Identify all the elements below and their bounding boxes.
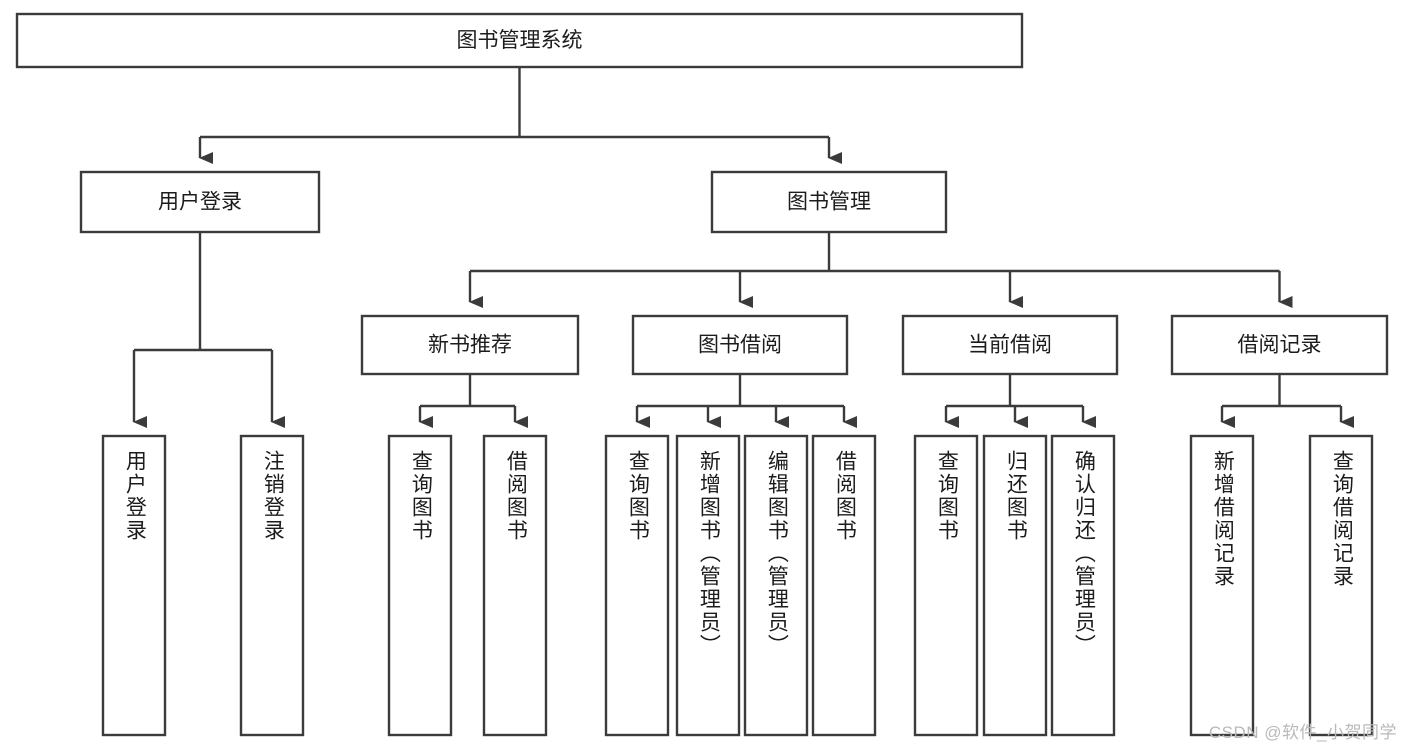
- node-box-leaf-query-book-new: [387, 434, 453, 737]
- node-box-leaf-edit-book: [743, 434, 809, 737]
- node-label-new-book-recommend: 新书推荐: [428, 334, 512, 357]
- node-leaf-logout[interactable]: [239, 434, 305, 737]
- node-current-borrow[interactable]: 当前借阅: [901, 314, 1119, 376]
- node-box-current-borrow: [901, 314, 1119, 376]
- node-box-borrow-record: [1170, 314, 1389, 376]
- node-leaf-add-record[interactable]: [1189, 434, 1255, 737]
- node-leaf-edit-book[interactable]: [743, 434, 809, 737]
- node-user-login[interactable]: 用户登录: [79, 170, 321, 234]
- node-root[interactable]: 图书管理系统: [15, 12, 1024, 69]
- watermark: CSDN @软件_小贺同学: [1208, 723, 1397, 742]
- node-box-leaf-confirm-return: [1050, 434, 1116, 737]
- connector-layer: [132, 67, 1354, 428]
- node-box-leaf-return-book: [982, 434, 1048, 737]
- node-box-leaf-query-book-borrow: [604, 434, 670, 737]
- node-leaf-confirm-return[interactable]: [1050, 434, 1116, 737]
- node-box-book-management: [710, 170, 948, 234]
- node-box-user-login: [79, 170, 321, 234]
- node-leaf-return-book[interactable]: [982, 434, 1048, 737]
- node-book-management[interactable]: 图书管理: [710, 170, 948, 234]
- node-box-leaf-add-book: [675, 434, 741, 737]
- node-leaf-borrow-book-new[interactable]: [482, 434, 548, 737]
- node-box-leaf-user-login: [101, 434, 167, 737]
- node-leaf-query-book-new[interactable]: [387, 434, 453, 737]
- node-box-leaf-borrow-book: [811, 434, 877, 737]
- node-leaf-query-record[interactable]: [1308, 434, 1374, 737]
- node-leaf-user-login[interactable]: [101, 434, 167, 737]
- node-box-leaf-logout: [239, 434, 305, 737]
- node-borrow-record[interactable]: 借阅记录: [1170, 314, 1389, 376]
- node-label-user-login: 用户登录: [158, 191, 242, 214]
- node-box-root: [15, 12, 1024, 69]
- node-label-root: 图书管理系统: [457, 29, 583, 52]
- node-leaf-query-book-borrow[interactable]: [604, 434, 670, 737]
- node-label-current-borrow: 当前借阅: [968, 334, 1052, 357]
- node-label-book-borrow: 图书借阅: [698, 334, 782, 357]
- node-box-new-book-recommend: [360, 314, 580, 376]
- node-box-book-borrow: [631, 314, 849, 376]
- node-box-leaf-query-book-current: [913, 434, 979, 737]
- node-box-leaf-add-record: [1189, 434, 1255, 737]
- node-leaf-add-book[interactable]: [675, 434, 741, 737]
- node-label-borrow-record: 借阅记录: [1238, 334, 1322, 357]
- node-label-book-management: 图书管理: [787, 191, 871, 214]
- node-leaf-borrow-book[interactable]: [811, 434, 877, 737]
- node-box-leaf-borrow-book-new: [482, 434, 548, 737]
- node-leaf-query-book-current[interactable]: [913, 434, 979, 737]
- node-book-borrow[interactable]: 图书借阅: [631, 314, 849, 376]
- node-new-book-recommend[interactable]: 新书推荐: [360, 314, 580, 376]
- node-box-leaf-query-record: [1308, 434, 1374, 737]
